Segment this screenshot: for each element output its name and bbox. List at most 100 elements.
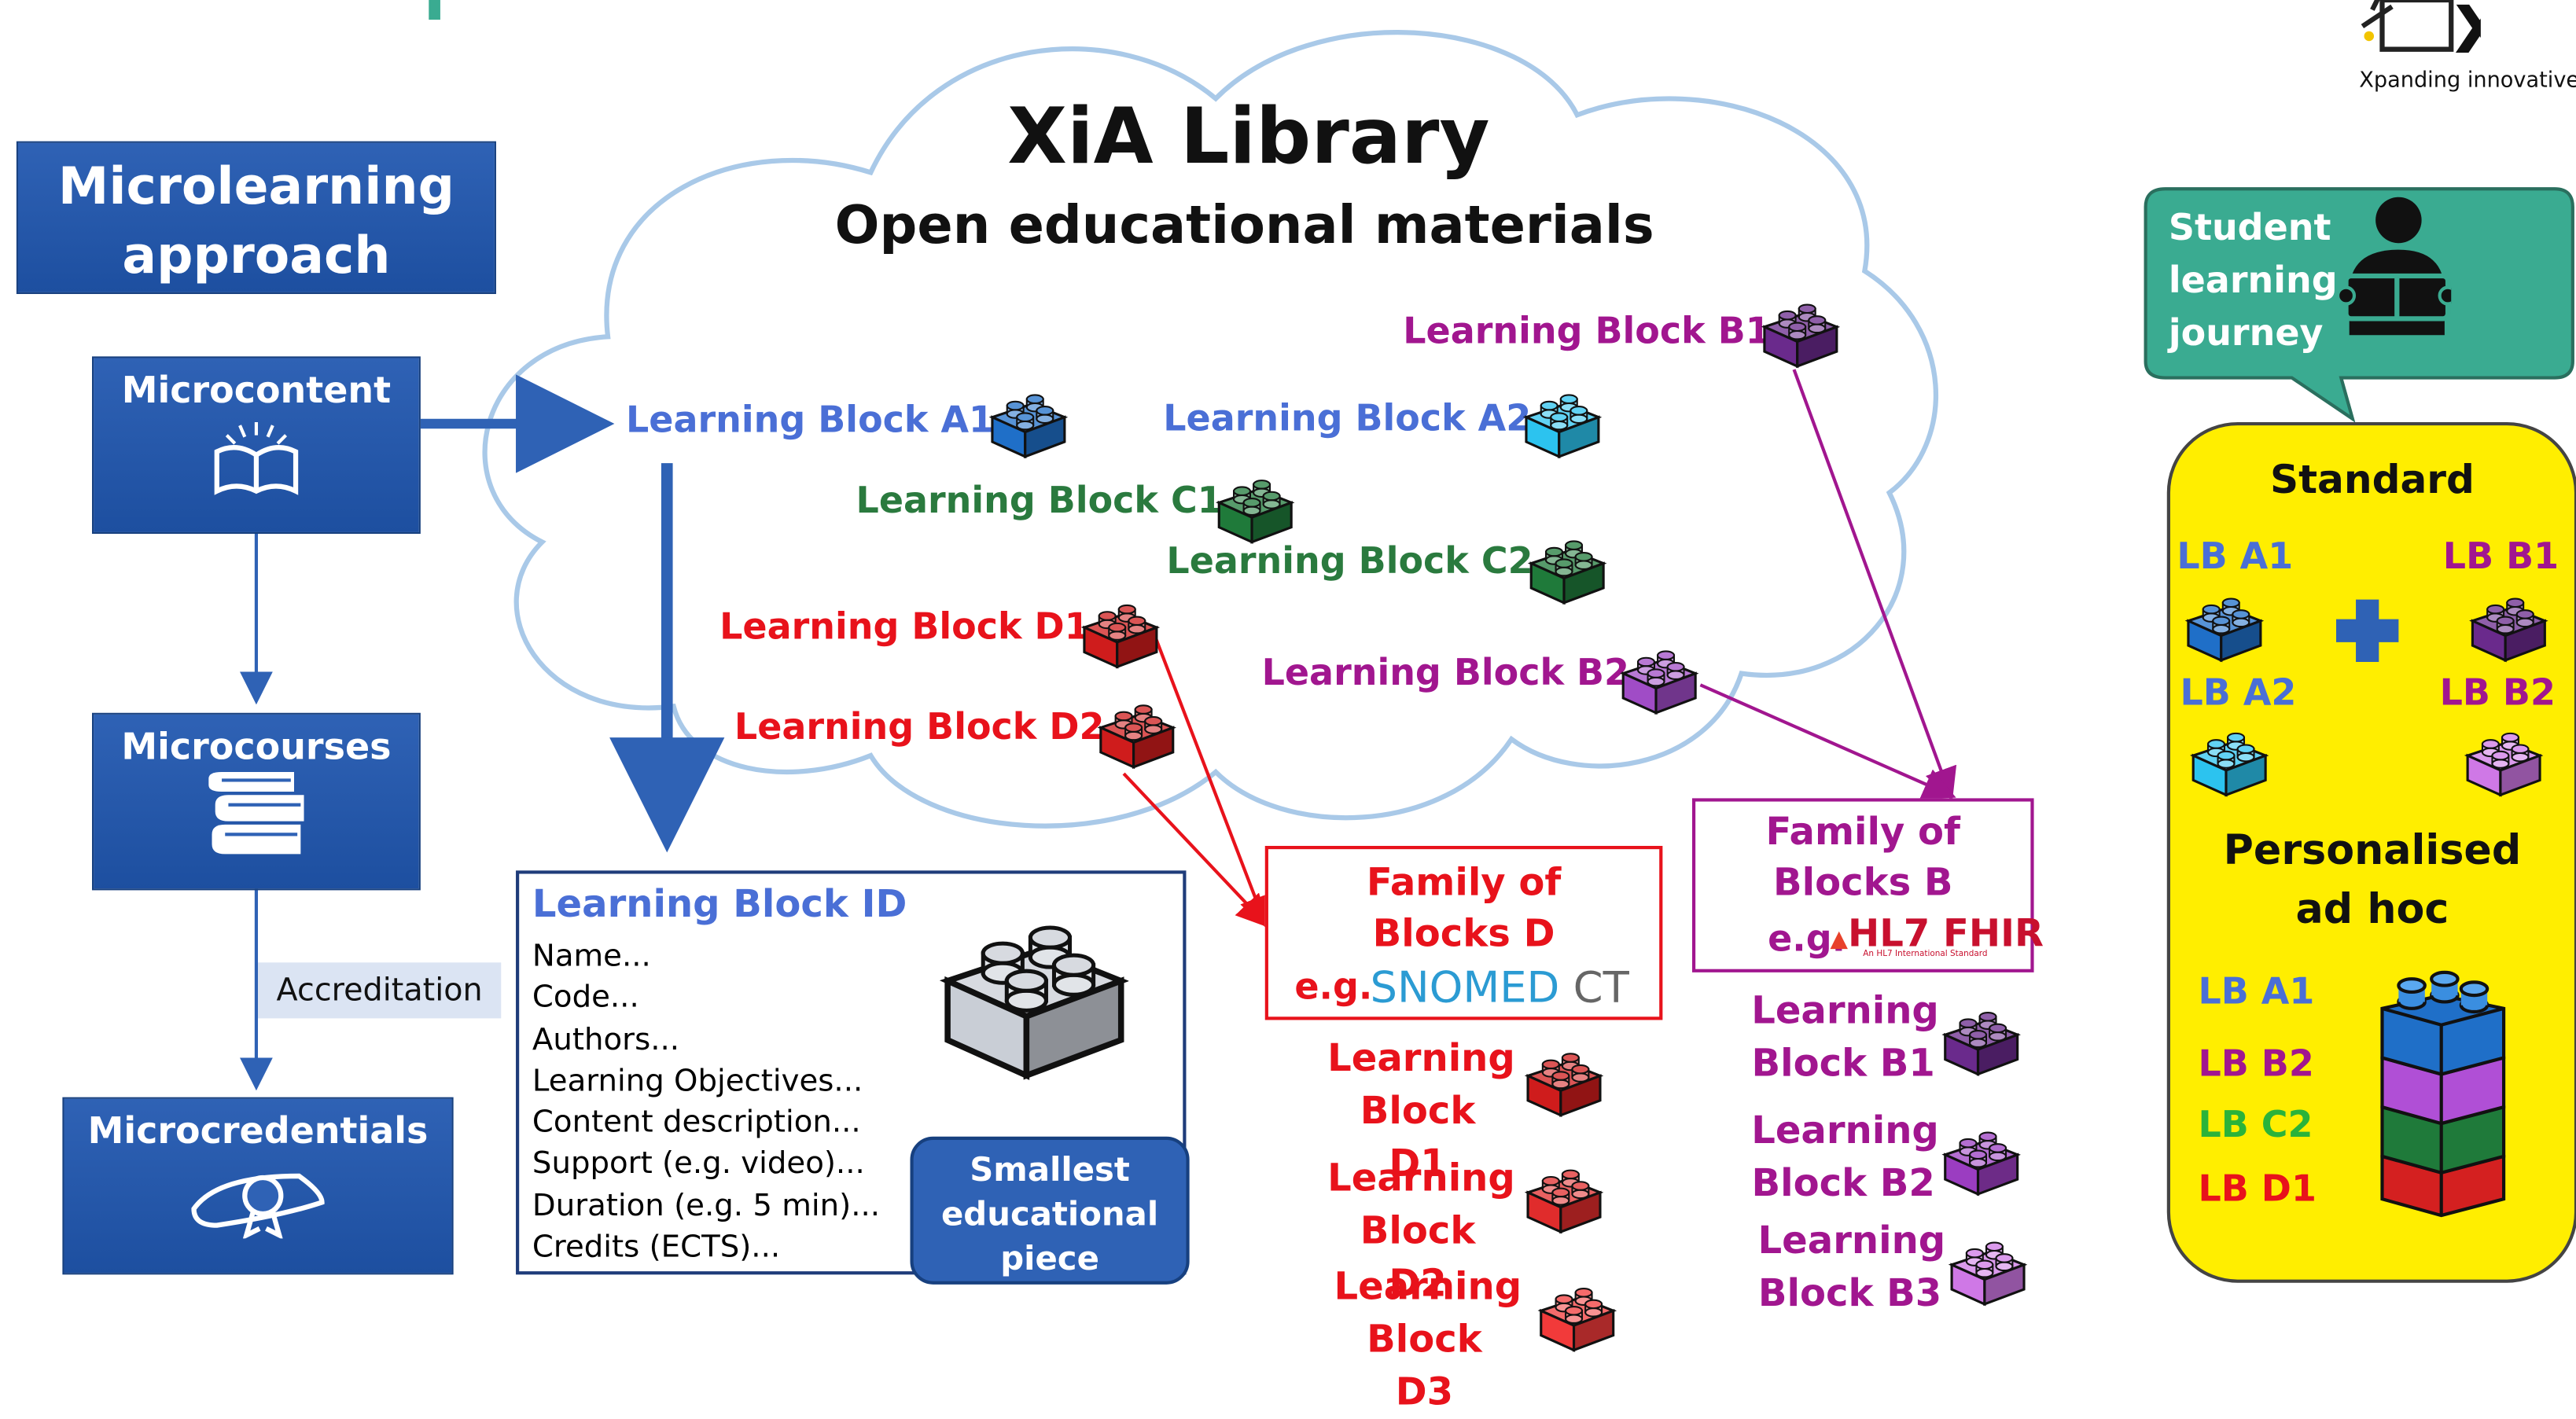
family-b-item-1-line-2: Block B1 bbox=[1751, 1042, 1935, 1086]
learning-block-c1[interactable]: Learning Block C1 bbox=[856, 481, 1223, 523]
brick-shape bbox=[1215, 480, 1295, 544]
family-d-item-2-line-1: Learning bbox=[1327, 1157, 1515, 1201]
block-c1-brick-icon bbox=[1215, 473, 1295, 552]
standard-heading: Standard bbox=[2269, 456, 2475, 503]
brick-shape bbox=[1524, 1053, 1604, 1118]
family-d-title-1: Family of bbox=[1366, 862, 1562, 906]
family-d-brick-1-icon bbox=[1524, 1046, 1604, 1125]
family-d-item-1-line-2: Block D1 bbox=[1360, 1090, 1476, 1186]
standard-lb-a2: LB A2 bbox=[2180, 673, 2297, 715]
books-stack-icon bbox=[208, 771, 304, 855]
brick-shape bbox=[1524, 1169, 1604, 1234]
open-book-icon bbox=[214, 421, 299, 495]
family-b-item-2-line-2: Block B2 bbox=[1751, 1163, 1935, 1206]
learning-block-a2[interactable]: Learning Block A2 bbox=[1163, 399, 1532, 440]
brick-shape bbox=[1527, 540, 1607, 605]
brick-shape bbox=[988, 394, 1069, 459]
field-content-description: Content description... bbox=[532, 1105, 861, 1141]
field-objectives: Learning Objectives... bbox=[532, 1064, 863, 1099]
hl7-fhir-logo: ▲HL7 FHIR An HL7 International Standard bbox=[1830, 914, 2044, 960]
id-card-title: Learning Block ID bbox=[532, 884, 907, 927]
family-b-brick-3-icon bbox=[1948, 1235, 2028, 1314]
microlearning-header: Microlearning approach bbox=[16, 141, 496, 294]
field-support: Support (e.g. video)... bbox=[532, 1147, 865, 1182]
block-b1-brick-icon bbox=[1761, 297, 1841, 376]
stack-label-d1: LB D1 bbox=[2198, 1169, 2317, 1211]
family-b-item-3-line-2: Block B3 bbox=[1757, 1273, 1942, 1316]
standard-b2-brick-icon bbox=[2464, 726, 2544, 804]
student-reading-icon bbox=[2335, 197, 2452, 336]
cloud-shape bbox=[482, 30, 1939, 829]
learning-block-c2[interactable]: Learning Block C2 bbox=[1166, 542, 1533, 583]
brick-shape bbox=[1941, 1131, 2021, 1197]
brick-shape bbox=[1761, 303, 1841, 369]
learning-block-d2[interactable]: Learning Block D2 bbox=[734, 708, 1105, 749]
cloud-title: XiA Library bbox=[1007, 92, 1490, 182]
hl7-text: HL7 bbox=[1848, 913, 1930, 956]
block-d2-brick-icon bbox=[1097, 698, 1177, 777]
family-d-box: Family of Blocks D e.g. SNOMED CT bbox=[1264, 845, 1663, 1020]
logo-icon: X bbox=[2361, 0, 2481, 59]
microcontent-box[interactable]: Microcontent bbox=[92, 356, 421, 535]
learning-block-a1[interactable]: Learning Block A1 bbox=[626, 400, 995, 443]
microcredentials-box[interactable]: Microcredentials bbox=[62, 1097, 454, 1275]
stack-label-a1: LB A1 bbox=[2198, 972, 2315, 1014]
learning-block-b1[interactable]: Learning Block B1 bbox=[1403, 311, 1771, 354]
stack-label-b2: LB B2 bbox=[2198, 1044, 2314, 1086]
brick-shape bbox=[1619, 650, 1699, 715]
family-b-title-1: Family of bbox=[1765, 811, 1960, 855]
stack-label-c2: LB C2 bbox=[2198, 1105, 2313, 1147]
brick-shape bbox=[2469, 597, 2548, 663]
block-a1-brick-icon bbox=[988, 388, 1069, 466]
id-card-fields: Name... Code... Authors... Learning Obje… bbox=[532, 936, 880, 1269]
brick-shape bbox=[2184, 597, 2265, 663]
standard-lb-b2: LB B2 bbox=[2439, 673, 2556, 715]
snomed-logo-ct: CT bbox=[1559, 964, 1629, 1014]
journey-bubble-text: Student learning journey bbox=[2168, 208, 2338, 355]
snomed-logo-text: SNOMED bbox=[1370, 964, 1560, 1014]
brick-shape bbox=[2189, 732, 2269, 797]
microcourses-box[interactable]: Microcourses bbox=[92, 712, 421, 891]
field-credits: Credits (ECTS)... bbox=[532, 1230, 781, 1265]
block-c2-brick-icon bbox=[1527, 534, 1607, 612]
family-d-item-1-line-1: Learning bbox=[1327, 1038, 1515, 1081]
xia-logo: X Xpanding innovative bbox=[2333, 0, 2576, 102]
family-d-item-3-line-2: Block D3 bbox=[1367, 1318, 1482, 1414]
family-b-item-1-line-1: Learning bbox=[1751, 990, 1939, 1034]
family-d-brick-3-icon bbox=[1537, 1281, 1617, 1360]
learning-block-b2[interactable]: Learning Block B2 bbox=[1261, 653, 1630, 695]
family-b-item-2-line-1: Learning bbox=[1751, 1110, 1939, 1153]
brick-shape bbox=[1948, 1241, 2028, 1307]
brick-shape bbox=[939, 925, 1130, 1080]
family-d-eg: e.g. bbox=[1294, 967, 1373, 1009]
learning-block-d1[interactable]: Learning Block D1 bbox=[719, 608, 1090, 649]
family-b-brick-1-icon bbox=[1941, 1005, 2021, 1084]
family-b-title-2: Blocks B bbox=[1773, 862, 1953, 906]
microcourses-label: Microcourses bbox=[121, 727, 392, 769]
diploma-icon bbox=[191, 1173, 325, 1241]
standard-a1-brick-icon bbox=[2184, 591, 2265, 670]
family-d-brick-2-icon bbox=[1524, 1163, 1604, 1241]
standard-lb-a1: LB A1 bbox=[2177, 537, 2294, 579]
microcontent-label: Microcontent bbox=[121, 371, 392, 413]
field-authors: Authors... bbox=[532, 1022, 680, 1057]
field-duration: Duration (e.g. 5 min)... bbox=[532, 1189, 881, 1224]
field-name: Name... bbox=[532, 939, 651, 974]
personalised-line-1: Personalised bbox=[2223, 825, 2522, 874]
family-b-brick-2-icon bbox=[1941, 1125, 2021, 1204]
family-d-item-2-line-2: Block D2 bbox=[1360, 1210, 1476, 1306]
standard-a2-brick-icon bbox=[2189, 726, 2269, 804]
brick-shape bbox=[1537, 1288, 1617, 1352]
svg-text:X: X bbox=[2454, 0, 2480, 59]
logo-tagline: Xpanding innovative bbox=[2359, 68, 2576, 94]
brick-shape bbox=[1941, 1012, 2021, 1076]
snomed-logo: SNOMED CT bbox=[1370, 964, 1628, 1013]
brick-shape bbox=[1097, 704, 1177, 770]
fhir-text: FHIR bbox=[1930, 913, 2044, 956]
